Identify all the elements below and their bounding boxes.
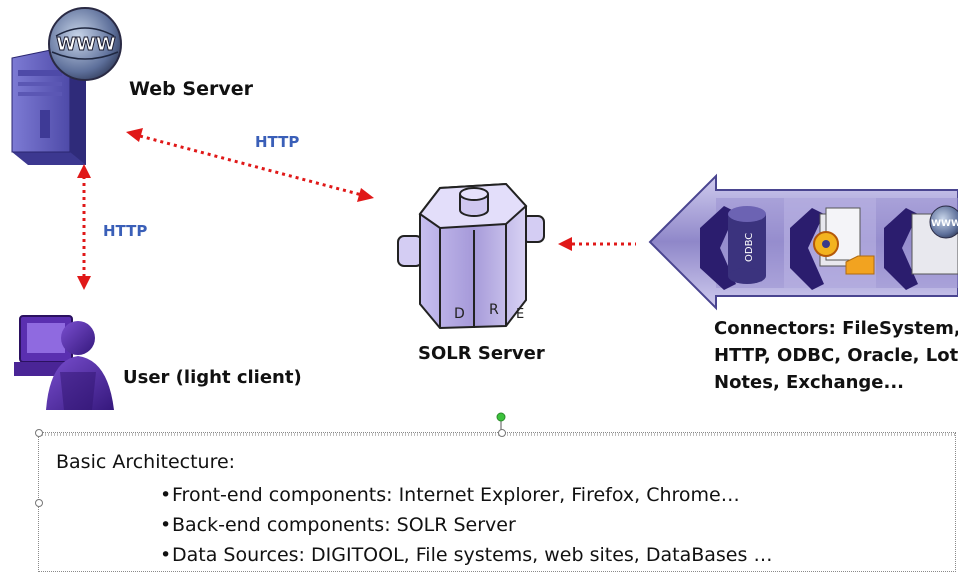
connectors-label-line3: Notes, Exchange...: [714, 372, 905, 393]
http-arrow-webserver-solr: [126, 128, 374, 202]
web-site-icon: WWW: [884, 205, 958, 290]
list-item: •Data Sources: DIGITOOL, File systems, w…: [160, 540, 772, 570]
web-server-label: Web Server: [129, 78, 253, 100]
bullet-icon: •: [160, 514, 172, 536]
http-label-top: HTTP: [255, 133, 300, 151]
textbox-title: Basic Architecture:: [56, 451, 236, 473]
list-item-text: Back-end components: SOLR Server: [172, 514, 516, 536]
www-label: WWW: [56, 34, 116, 55]
textbox-content: Basic Architecture: •Front-end component…: [42, 436, 952, 568]
filesystem-gear-icon: [790, 207, 875, 290]
user-client-icon: [14, 315, 114, 410]
list-item: •Front-end components: Internet Explorer…: [160, 480, 772, 510]
list-item-text: Front-end components: Internet Explorer,…: [172, 484, 740, 506]
resize-handle-top-middle[interactable]: [498, 429, 506, 437]
odbc-database-icon: ODBC: [700, 206, 766, 290]
http-label-left: HTTP: [103, 222, 148, 240]
solr-server-label: SOLR Server: [418, 343, 545, 364]
http-arrow-webserver-user: [77, 164, 91, 290]
odbc-label: ODBC: [744, 233, 755, 262]
www-globe-icon: WWW: [48, 7, 122, 81]
resize-handle-middle-left[interactable]: [35, 499, 43, 507]
dre-letter-e: E: [516, 307, 524, 322]
www-small-label: WWW: [931, 219, 958, 229]
connectors-label-line2: HTTP, ODBC, Oracle, Lotus: [714, 345, 958, 366]
solr-server-icon: D R E: [397, 182, 545, 330]
resize-handle-top-left[interactable]: [35, 429, 43, 437]
connectors-label-line1: Connectors: FileSystem,: [714, 318, 958, 339]
basic-architecture-textbox[interactable]: Basic Architecture: •Front-end component…: [35, 429, 956, 572]
user-label: User (light client): [123, 367, 302, 388]
arrow-connectors-to-solr: [558, 237, 636, 251]
bullet-icon: •: [160, 544, 172, 566]
dre-letter-r: R: [489, 302, 499, 318]
bullet-icon: •: [160, 484, 172, 506]
list-item: •Back-end components: SOLR Server: [160, 510, 772, 540]
dre-letter-d: D: [454, 306, 465, 322]
architecture-list: •Front-end components: Internet Explorer…: [160, 480, 772, 570]
list-item-text: Data Sources: DIGITOOL, File systems, we…: [172, 544, 773, 566]
